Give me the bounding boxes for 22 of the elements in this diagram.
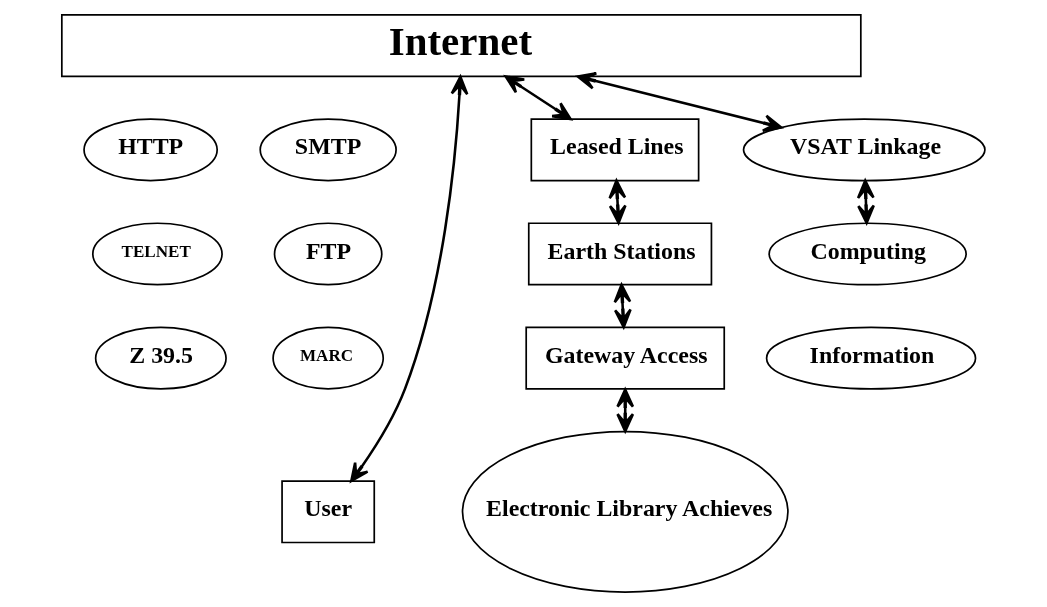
node-box: Gateway Access (525, 326, 726, 390)
arrow (608, 179, 627, 225)
arrow (504, 75, 572, 121)
node-ellipse: Computing (768, 222, 967, 286)
node-ellipse: FTP (273, 222, 383, 286)
node-box: Earth Stations (527, 222, 713, 286)
node-box: Internet (60, 14, 862, 78)
arrow (616, 388, 635, 433)
arrow (350, 75, 469, 483)
node-ellipse: TELNET (91, 222, 223, 286)
node-box: Leased Lines (530, 118, 700, 182)
node-ellipse: MARC (272, 326, 385, 390)
node-ellipse: Electronic Library Achieves (461, 430, 789, 593)
arrow (856, 179, 875, 225)
node-ellipse: Z 39.5 (94, 326, 227, 390)
node-ellipse: HTTP (83, 118, 219, 182)
node-ellipse: Information (765, 326, 977, 390)
node-ellipse: SMTP (259, 118, 397, 182)
arrow (613, 283, 632, 329)
node-box: User (281, 480, 376, 544)
arrow (576, 71, 783, 132)
node-ellipse: VSAT Linkage (742, 118, 986, 182)
